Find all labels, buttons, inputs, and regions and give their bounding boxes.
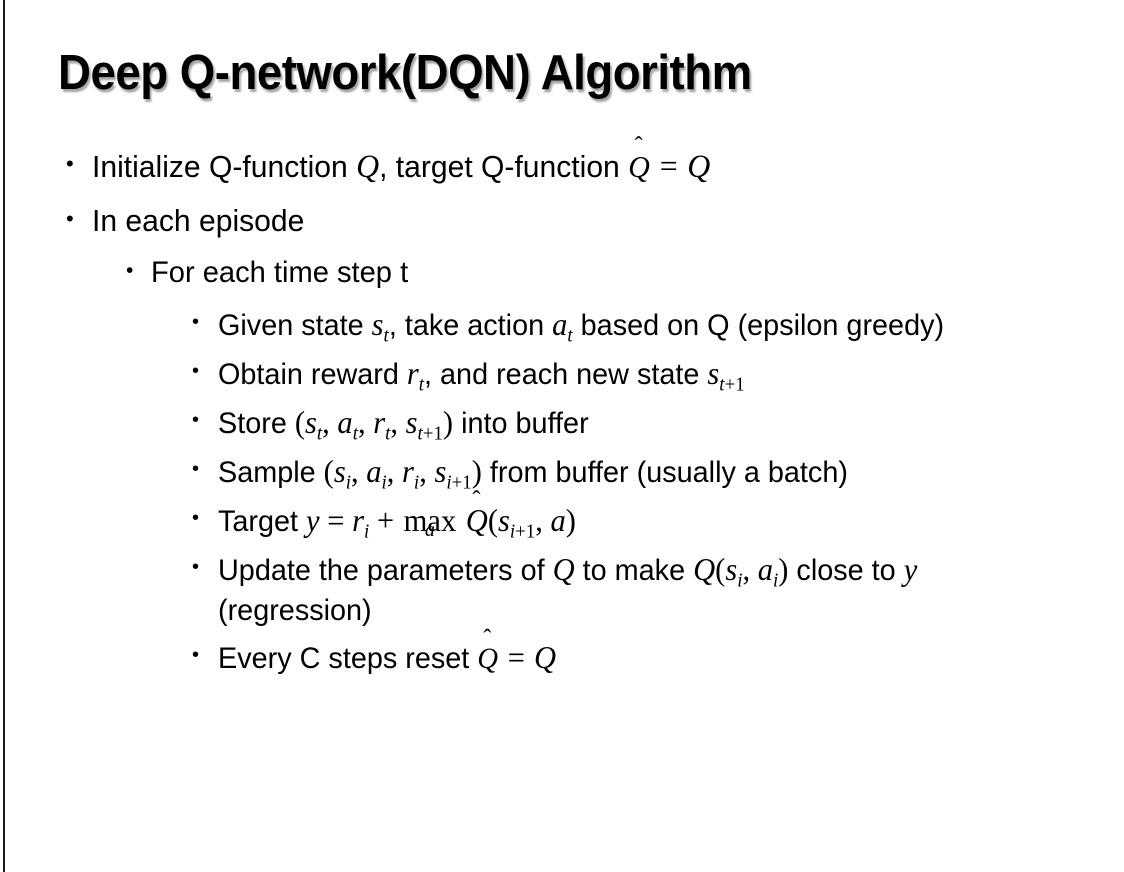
bullet-store-into-buffer: • Store (st, at, rt, st+1) into buffer	[0, 402, 1124, 444]
bullet-text: Sample (si, ai, ri, si+1) from buffer (u…	[218, 453, 848, 494]
math-s-t-plus-1: st+1	[707, 355, 745, 396]
math-equals: =	[498, 640, 534, 676]
math-y: y	[903, 551, 918, 587]
bullet-text: Initialize Q-function Q, target Q-functi…	[92, 132, 1093, 189]
hat-accent-icon: ˆ	[483, 626, 492, 653]
math-q: Q	[533, 640, 557, 676]
math-q: Q	[356, 149, 380, 185]
bullet-update-parameters: • Update the parameters of Q to make Q(s…	[0, 549, 1124, 631]
bullet-text: Update the parameters of Q to make Q(si,…	[218, 551, 918, 627]
bullet-in-each-episode: • In each episode	[0, 201, 1124, 241]
slide-left-edge-rule	[3, 0, 5, 872]
bullet-marker-icon: •	[192, 644, 200, 667]
hat-accent-icon: ˆ	[634, 132, 643, 160]
bullet-text: Given state st, take action at based on …	[218, 307, 945, 347]
bullet-marker-icon: •	[192, 359, 200, 382]
math-transition-tuple-i: (si, ai, ri, si+1)	[323, 453, 482, 494]
bullet-for-each-time-step: • For each time step t	[0, 253, 1124, 292]
math-a-t: at	[552, 307, 573, 347]
bullet-marker-icon: •	[66, 205, 74, 231]
math-r-t: rt	[406, 355, 425, 396]
bullet-text: Obtain reward rt, and reach new state st…	[218, 355, 745, 396]
bullet-obtain-reward: • Obtain reward rt, and reach new state …	[0, 353, 1124, 395]
bullet-marker-icon: •	[126, 259, 134, 282]
bullet-text: For each time step t	[151, 256, 409, 289]
bullet-marker-icon: •	[192, 506, 200, 529]
bullet-text: Store (st, at, rt, st+1) into buffer	[218, 404, 589, 445]
slide-body: • Initialize Q-function Q, target Q-func…	[0, 132, 1124, 686]
math-q-of-s-a: Q(si, ai)	[693, 551, 789, 592]
bullet-marker-icon: •	[192, 555, 200, 578]
bullet-text: In each episode	[92, 202, 305, 238]
math-equals: =	[649, 149, 688, 185]
hat-accent-icon: ˆ	[472, 485, 481, 515]
math-q: Q	[687, 149, 711, 185]
bullet-given-state-take-action: • Given state st, take action at based o…	[0, 304, 1124, 346]
math-max-limit: a	[424, 517, 435, 542]
bullet-initialize-q-function: • Initialize Q-function Q, target Q-func…	[0, 132, 1124, 189]
bullet-marker-icon: •	[192, 457, 200, 480]
math-q: Q	[552, 551, 575, 587]
page-title: Deep Q-network(DQN) Algorithm	[58, 46, 752, 100]
bullet-marker-icon: •	[66, 151, 74, 176]
math-transition-tuple-t: (st, at, rt, st+1)	[294, 404, 454, 445]
math-s-t: st	[371, 307, 389, 347]
bullet-marker-icon: •	[192, 408, 200, 431]
bullet-marker-icon: •	[192, 311, 200, 333]
bullet-sample-from-buffer: • Sample (si, ai, ri, si+1) from buffer …	[0, 451, 1124, 493]
